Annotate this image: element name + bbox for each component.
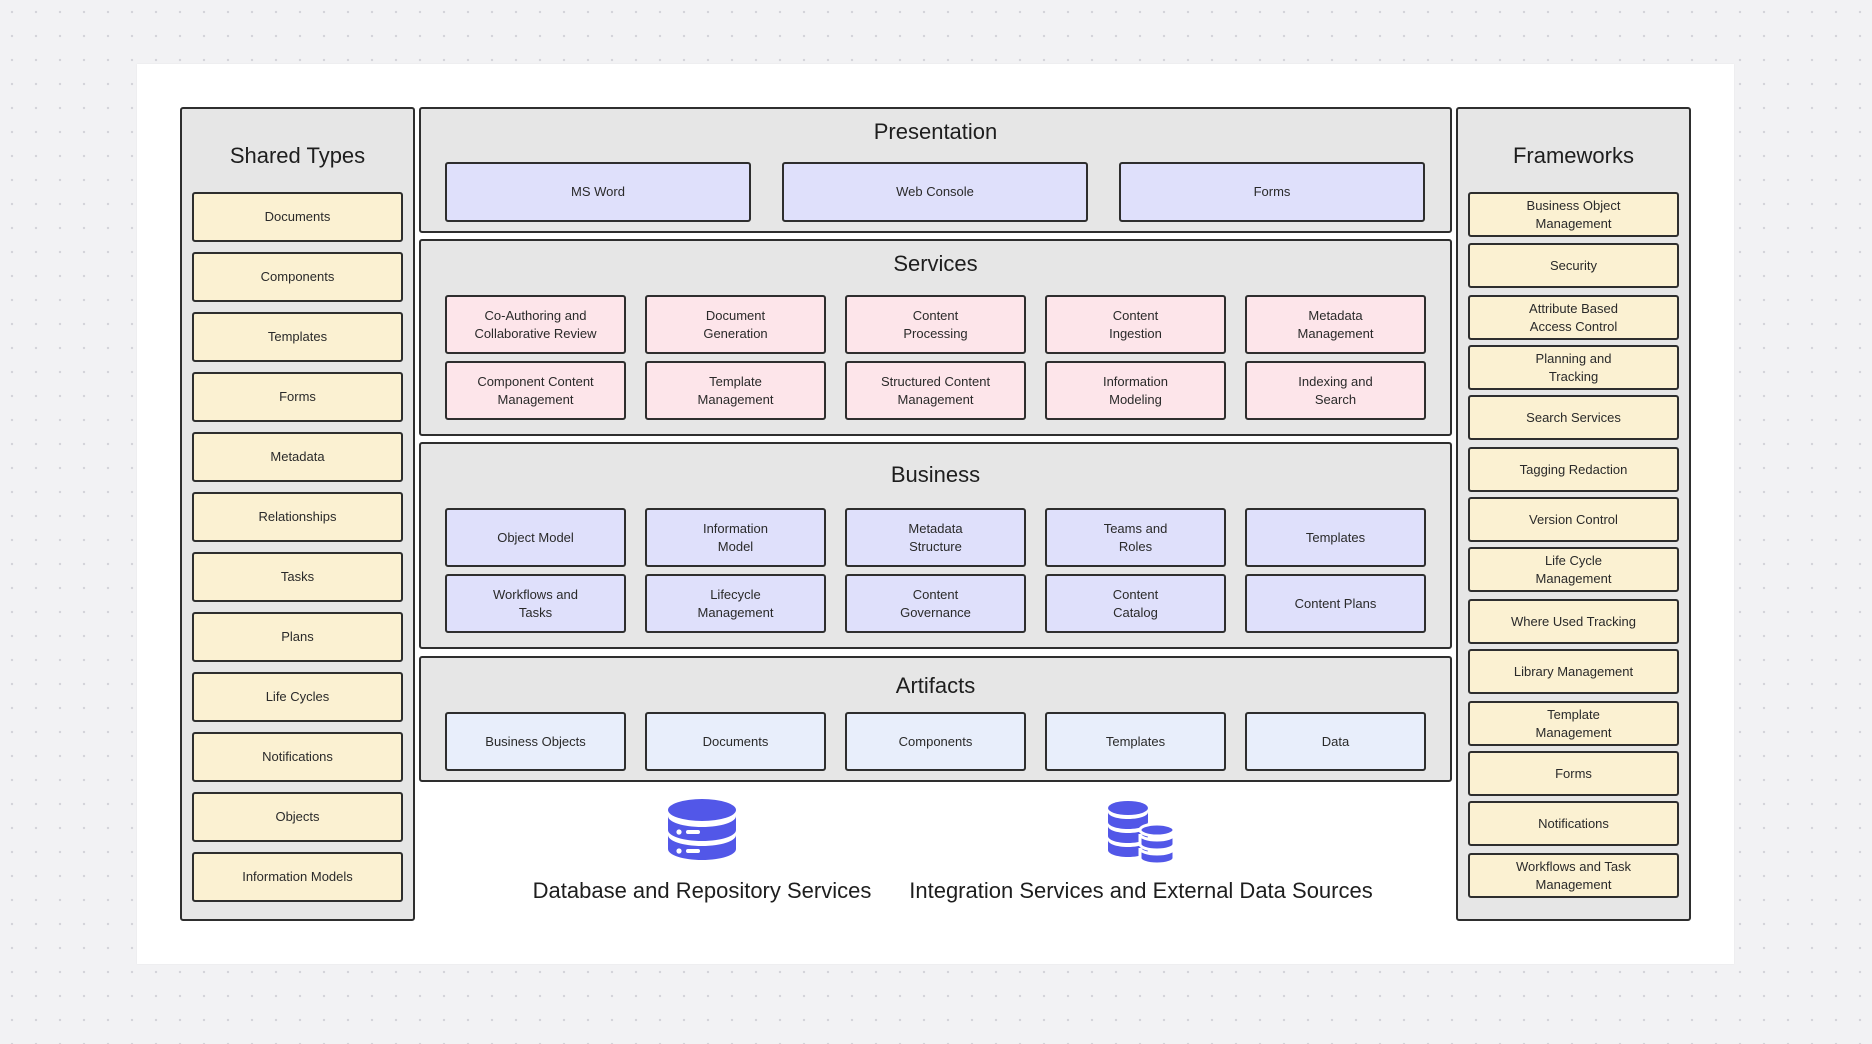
service-item: Structured Content Management xyxy=(845,361,1026,420)
business-item: Content Plans xyxy=(1245,574,1426,633)
artifact-item: Data xyxy=(1245,712,1426,771)
databases-stack-icon xyxy=(1108,801,1176,866)
database-label: Database and Repository Services xyxy=(532,878,872,903)
business-item: Metadata Structure xyxy=(845,508,1026,567)
framework-item: Attribute Based Access Control xyxy=(1468,295,1679,340)
framework-item: Notifications xyxy=(1468,801,1679,846)
frameworks-title: Frameworks xyxy=(1512,143,1634,168)
business-item: Templates xyxy=(1245,508,1426,567)
framework-item: Library Management xyxy=(1468,649,1679,694)
artifact-item: Documents xyxy=(645,712,826,771)
framework-item: Search Services xyxy=(1468,395,1679,440)
business-item: Object Model xyxy=(445,508,626,567)
business-item: Information Model xyxy=(645,508,826,567)
presentation-title: Presentation xyxy=(873,119,998,144)
shared-type-item: Life Cycles xyxy=(192,672,403,722)
presentation-item: Web Console xyxy=(782,162,1088,222)
presentation-layer: Presentation MS Word Web Console Forms xyxy=(419,107,1452,233)
framework-item: Planning and Tracking xyxy=(1468,345,1679,390)
business-item: Teams and Roles xyxy=(1045,508,1226,567)
shared-type-item: Tasks xyxy=(192,552,403,602)
framework-item: Forms xyxy=(1468,751,1679,796)
business-item: Content Catalog xyxy=(1045,574,1226,633)
business-item: Content Governance xyxy=(845,574,1026,633)
artifacts-layer: Artifacts Business Objects Documents Compo… xyxy=(419,656,1452,782)
business-item: Lifecycle Management xyxy=(645,574,826,633)
shared-type-item: Documents xyxy=(192,192,403,242)
service-item: Content Ingestion xyxy=(1045,295,1226,354)
service-item: Component Content Management xyxy=(445,361,626,420)
shared-types-title: Shared Types xyxy=(229,143,366,168)
shared-type-item: Metadata xyxy=(192,432,403,482)
service-item: Document Generation xyxy=(645,295,826,354)
shared-type-item: Notifications xyxy=(192,732,403,782)
services-title: Services xyxy=(893,251,978,276)
artifact-item: Templates xyxy=(1045,712,1226,771)
framework-item: Version Control xyxy=(1468,497,1679,542)
artifacts-title: Artifacts xyxy=(895,673,976,698)
framework-item: Tagging Redaction xyxy=(1468,447,1679,492)
framework-item: Security xyxy=(1468,243,1679,288)
business-item: Workflows and Tasks xyxy=(445,574,626,633)
framework-item: Workflows and Task Management xyxy=(1468,853,1679,898)
framework-item: Where Used Tracking xyxy=(1468,599,1679,644)
database-icon xyxy=(668,799,736,860)
artifact-item: Components xyxy=(845,712,1026,771)
services-layer: Services Co-Authoring and Collaborative … xyxy=(419,239,1452,436)
framework-item: Business Object Management xyxy=(1468,192,1679,237)
shared-type-item: Plans xyxy=(192,612,403,662)
service-item: Content Processing xyxy=(845,295,1026,354)
business-layer: Business Object Model Information Model Me… xyxy=(419,442,1452,649)
shared-type-item: Templates xyxy=(192,312,403,362)
presentation-item: MS Word xyxy=(445,162,751,222)
service-item: Information Modeling xyxy=(1045,361,1226,420)
integration-label: Integration Services and External Data S… xyxy=(909,878,1373,903)
business-title: Business xyxy=(890,462,981,487)
service-item: Metadata Management xyxy=(1245,295,1426,354)
shared-type-item: Objects xyxy=(192,792,403,842)
shared-type-item: Components xyxy=(192,252,403,302)
shared-type-item: Information Models xyxy=(192,852,403,902)
service-item: Template Management xyxy=(645,361,826,420)
framework-item: Life Cycle Management xyxy=(1468,547,1679,592)
shared-type-item: Forms xyxy=(192,372,403,422)
framework-item: Template Management xyxy=(1468,701,1679,746)
presentation-item: Forms xyxy=(1119,162,1425,222)
shared-type-item: Relationships xyxy=(192,492,403,542)
artifact-item: Business Objects xyxy=(445,712,626,771)
service-item: Indexing and Search xyxy=(1245,361,1426,420)
service-item: Co-Authoring and Collaborative Review xyxy=(445,295,626,354)
